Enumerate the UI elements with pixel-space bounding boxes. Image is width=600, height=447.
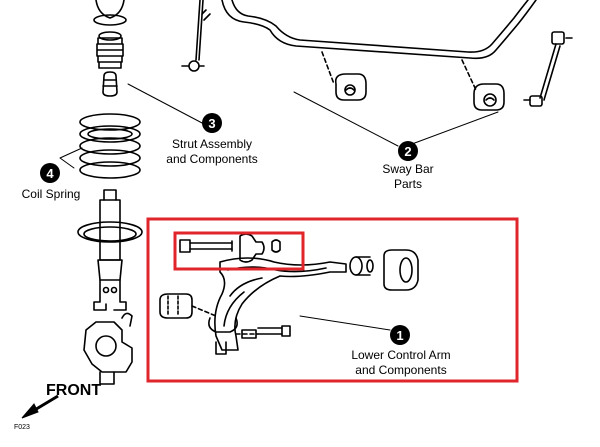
front-arrow-icon: [21, 394, 59, 419]
svg-text:1: 1: [396, 328, 403, 343]
callout-badge-1: 1: [390, 325, 410, 345]
callout-badge-2: 2: [398, 141, 418, 161]
svg-text:3: 3: [208, 116, 215, 131]
coil-spring-icon: [79, 113, 141, 179]
bushing-icon: [241, 329, 257, 339]
front-direction-label: FRONT: [46, 382, 102, 399]
highlight-box-lower-control-arm: [146, 217, 519, 383]
strut-icon: [77, 0, 143, 385]
svg-text:2: 2: [404, 144, 411, 159]
sway-bar-icon: [181, 0, 573, 111]
callout-label-3: Strut Assembly and Components: [166, 137, 258, 166]
callout-badge-3: 3: [202, 113, 222, 133]
svg-text:4: 4: [46, 166, 54, 181]
callout-label-1: Lower Control Arm and Components: [351, 348, 451, 377]
callout-label-2: Sway Bar Parts: [382, 162, 434, 191]
callout-badge-4: 4: [40, 163, 60, 183]
callout-label-4: Coil Spring: [21, 187, 81, 201]
coil-spring-leader: [59, 147, 83, 169]
lower-control-arm-icon: [159, 249, 419, 355]
figure-code: F023: [14, 424, 30, 431]
highlight-box-bolt: [173, 231, 305, 271]
